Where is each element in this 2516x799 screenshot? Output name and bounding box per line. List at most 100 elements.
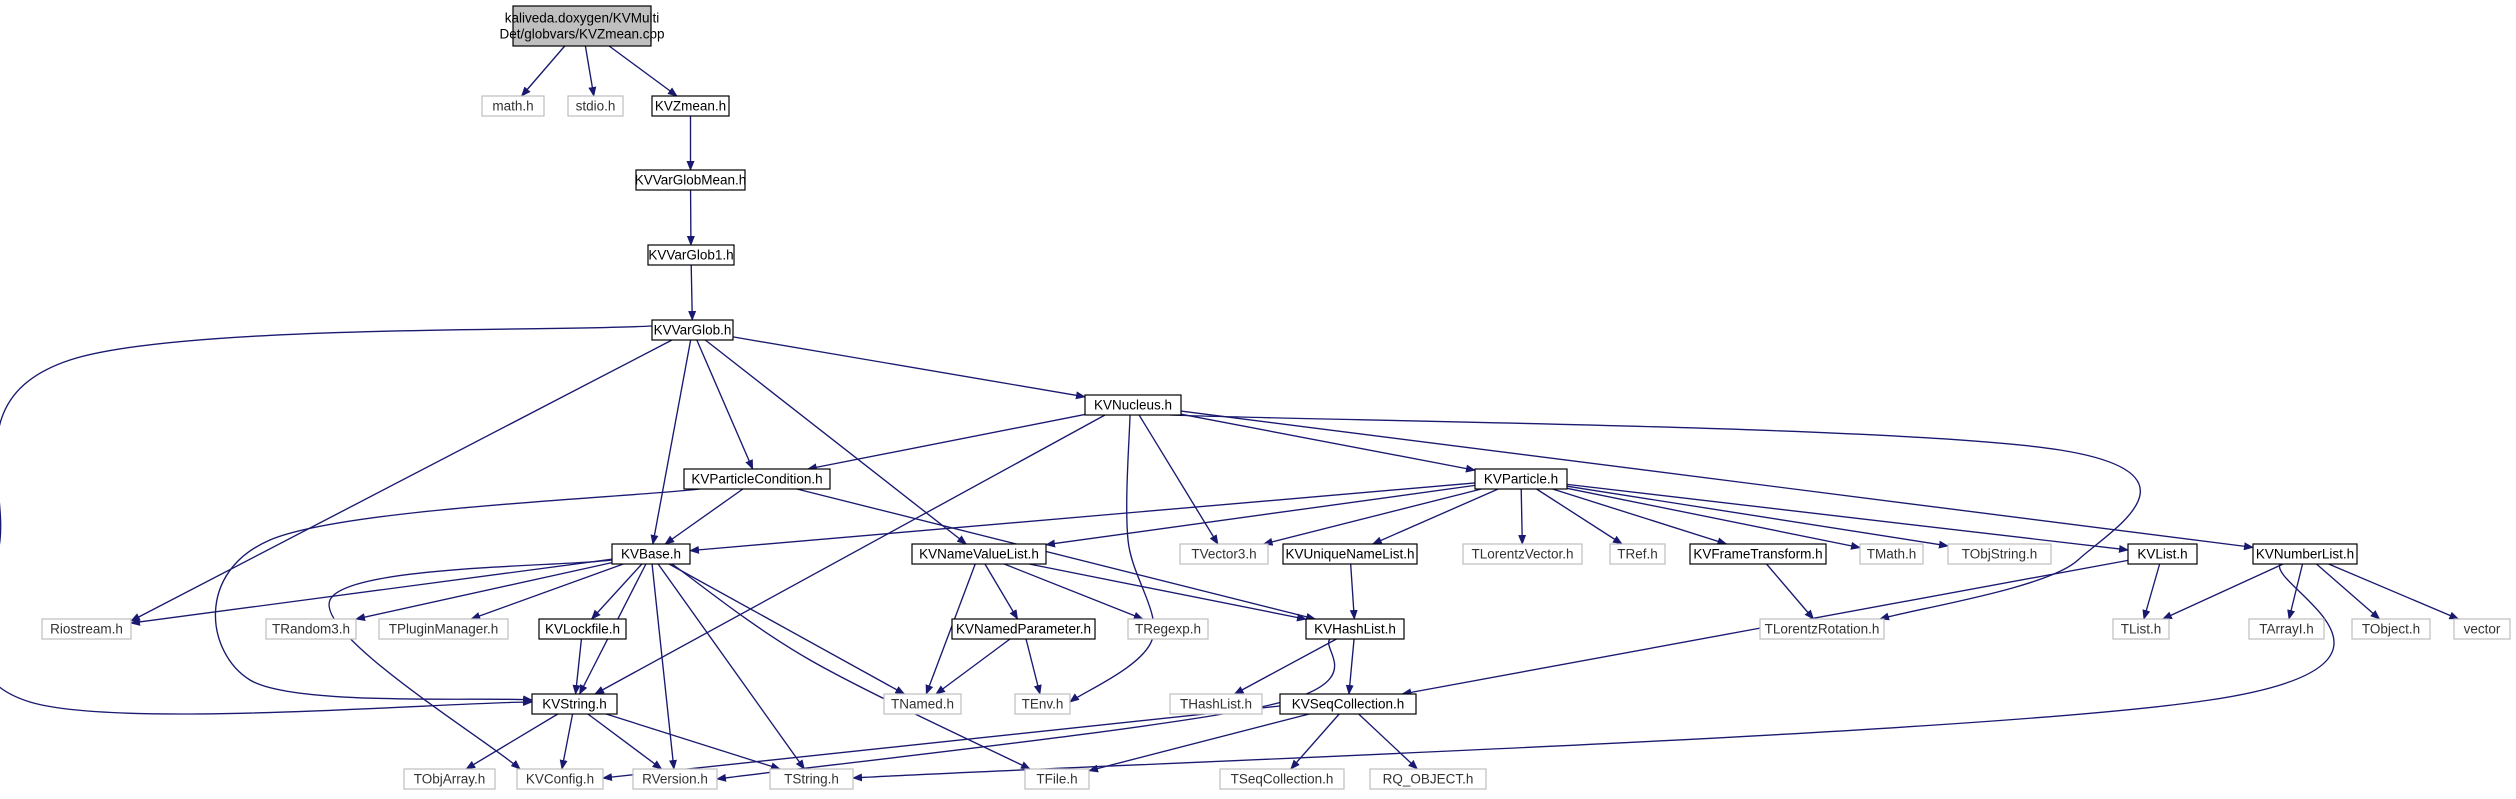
edge-kvnucleus-to-tenv: [1069, 414, 1155, 703]
node-box: [1759, 618, 1885, 640]
node-tenv: TEnv.h: [1014, 693, 1071, 715]
node-kvvarglob1[interactable]: KVVarGlob1.h: [647, 244, 735, 266]
node-kvnumberlist[interactable]: KVNumberList.h: [2252, 543, 2358, 565]
node-kvlist[interactable]: KVList.h: [2127, 543, 2198, 565]
node-box: [516, 768, 604, 790]
edge-kvnamevaluelist-to-kvhashlist: [1028, 563, 1307, 622]
node-kvbase[interactable]: KVBase.h: [611, 543, 691, 565]
node-kvnamevaluelist[interactable]: KVNameValueList.h: [911, 543, 1047, 565]
edge-kvstring-to-tstring: [605, 713, 781, 771]
edge-kvbase-to-tnamed: [668, 563, 906, 695]
node-box: [651, 95, 730, 117]
edge-kvnumberlist-to-tobject: [2316, 563, 2381, 620]
node-tobjstring: TObjString.h: [1947, 543, 2052, 565]
node-tnamed: TNamed.h: [883, 693, 962, 715]
node-riostream: Riostream.h: [41, 618, 132, 640]
node-rversion: RVersion.h: [632, 768, 718, 790]
node-tarrayi: TArrayI.h: [2248, 618, 2325, 640]
node-kvhashlist[interactable]: KVHashList.h: [1305, 618, 1405, 640]
node-box: [1689, 543, 1827, 565]
edge-kvnamedparameter-to-tenv: [1025, 638, 1042, 695]
node-box: [635, 169, 746, 191]
edge-kvparticle-to-kvframetransform: [1552, 488, 1728, 546]
node-kvframetransform[interactable]: KVFrameTransform.h: [1689, 543, 1827, 565]
node-box: [1369, 768, 1487, 790]
node-label: TString.h: [784, 772, 839, 787]
node-box: [538, 618, 627, 640]
node-label: TRegexp.h: [1135, 622, 1201, 637]
node-label: KVFrameTransform.h: [1693, 547, 1822, 562]
node-box: [481, 95, 545, 117]
node-vector: vector: [2453, 618, 2511, 640]
edge-kvparticle-to-tmath: [1566, 487, 1861, 550]
node-tlorentzrotation: TLorentzRotation.h: [1759, 618, 1885, 640]
node-kvparticle[interactable]: KVParticle.h: [1474, 468, 1568, 490]
node-box: [1609, 543, 1666, 565]
node-box: [531, 693, 618, 715]
node-kvconfig: KVConfig.h: [516, 768, 604, 790]
edge-kvparticle-to-tlorentzvector: [1518, 488, 1527, 545]
edge-kvbase-to-kvconfig: [328, 559, 613, 770]
node-kvparticlecondition[interactable]: KVParticleCondition.h: [683, 468, 831, 490]
edge-kvseqcollection-to-tseqcollection: [1290, 713, 1340, 770]
node-tref: TRef.h: [1609, 543, 1666, 565]
node-label: KVVarGlobMean.h: [635, 173, 747, 188]
node-box: [378, 618, 509, 640]
edge-kvbase-to-trandom3: [355, 561, 613, 622]
edge-kvlist-to-tlist: [2142, 563, 2161, 620]
node-box: [769, 768, 854, 790]
node-label: KVLockfile.h: [545, 622, 620, 637]
node-label: KVHashList.h: [1314, 622, 1396, 637]
node-kvzmean[interactable]: KVZmean.h: [651, 95, 730, 117]
node-box: [1282, 543, 1418, 565]
edge-kvnucleus-to-tlorentzrotation: [1169, 414, 2141, 621]
node-trandom3: TRandom3.h: [265, 618, 357, 640]
node-box: [683, 468, 831, 490]
edge-kvnucleus-to-tvector3: [1138, 414, 1219, 545]
node-box: [647, 244, 735, 266]
node-kvvarglob[interactable]: KVVarGlob.h: [651, 319, 734, 341]
edge-kvparticle-to-tref: [1536, 488, 1623, 545]
edge-kvnucleus-to-kvparticlecondition: [806, 413, 1086, 472]
node-box: [1474, 468, 1568, 490]
node-label: KVSeqCollection.h: [1292, 697, 1405, 712]
node-kvstring[interactable]: KVString.h: [531, 693, 618, 715]
node-label: KVNamedParameter.h: [956, 622, 1091, 637]
node-label: TFile.h: [1036, 772, 1077, 787]
edge-kvnamevaluelist-to-kvnamedparameter: [984, 563, 1019, 620]
node-tregexp: TRegexp.h: [1127, 618, 1209, 640]
node-box: [2453, 618, 2511, 640]
edge-kvparticle-to-kvnamevaluelist: [1045, 484, 1476, 548]
node-label: TObjArray.h: [414, 772, 486, 787]
node-box: [41, 618, 132, 640]
node-tmath: TMath.h: [1859, 543, 1924, 565]
node-label: THashList.h: [1180, 697, 1252, 712]
node-kvseqcollection[interactable]: KVSeqCollection.h: [1279, 693, 1417, 715]
edge-kvparticle-to-tvector3: [1262, 488, 1482, 546]
node-kvnucleus[interactable]: KVNucleus.h: [1084, 394, 1182, 416]
node-label: TLorentzRotation.h: [1765, 622, 1880, 637]
edge-kvnamedparameter-to-tnamed: [935, 638, 1011, 695]
node-box: [512, 5, 652, 47]
node-label: TObject.h: [2362, 622, 2420, 637]
edge-kvuniquenamelist-to-kvhashlist: [1349, 563, 1358, 620]
node-label: KVConfig.h: [526, 772, 594, 787]
node-kvuniquenamelist[interactable]: KVUniqueNameList.h: [1282, 543, 1418, 565]
node-kvnamedparameter[interactable]: KVNamedParameter.h: [951, 618, 1096, 640]
node-label: TVector3.h: [1191, 547, 1256, 562]
node-box: [1219, 768, 1345, 790]
node-kvvarglobmean[interactable]: KVVarGlobMean.h: [635, 169, 747, 191]
node-kvlockfile[interactable]: KVLockfile.h: [538, 618, 627, 640]
edge-kvnumberlist-to-vector: [2328, 563, 2460, 620]
node-label: TPluginManager.h: [389, 622, 499, 637]
node-label: TList.h: [2121, 622, 2162, 637]
edge-root-to-stdio: [584, 45, 597, 97]
edge-kvnumberlist-to-tstring: [852, 563, 2335, 782]
edge-kvstring-to-tobjarray: [465, 713, 559, 770]
edge-kvparticle-to-tobjstring: [1566, 485, 1949, 549]
node-label: math.h: [492, 99, 533, 114]
node-box: [403, 768, 496, 790]
node-box: [2351, 618, 2431, 640]
